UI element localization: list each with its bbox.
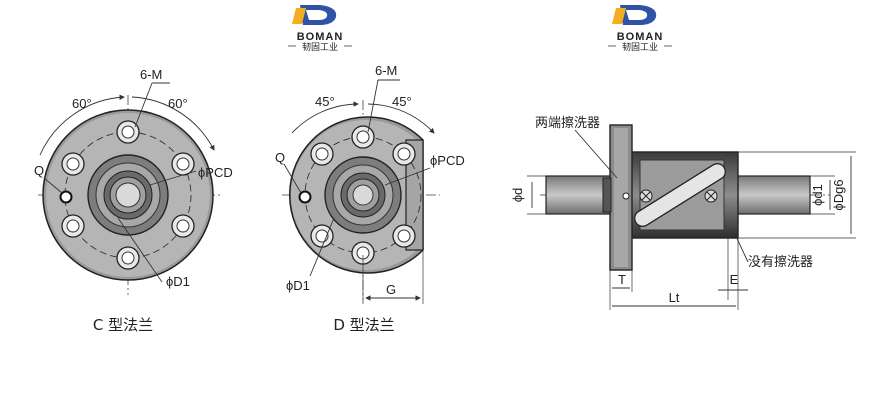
flange-d-view: 45° 45° 6-M ϕPCD Q ϕD1 G D 型法兰: [275, 63, 465, 334]
flange-d-caption: D 型法兰: [333, 316, 394, 334]
d1-label: ϕD1: [166, 274, 190, 289]
pcd-circle: [64, 131, 192, 259]
side-view: 两端擦洗器 没有擦洗器 ϕd ϕd1 ϕDg6 T E Lt: [510, 116, 856, 310]
holes-label: 6-M: [375, 63, 397, 78]
flange-c-view: 60° 60° 6-M ϕPCD Q ϕD1 C 型法兰: [34, 67, 233, 334]
boman-logo-right: BOMAN 韧固工业: [608, 5, 672, 53]
wiper-both-label: 两端擦洗器: [535, 116, 600, 131]
brand-subtitle: 韧固工业: [302, 41, 338, 53]
angle-left-label: 60°: [72, 96, 92, 111]
d1-label: ϕd1: [810, 184, 825, 206]
d1-label: ϕD1: [286, 278, 310, 293]
holes-label: 6-M: [140, 67, 162, 82]
g-label: G: [386, 282, 396, 297]
lube-hole: [298, 190, 312, 204]
angle-right-label: 45°: [392, 94, 412, 109]
boman-logo-left: BOMAN 韧固工业: [288, 5, 352, 53]
brand-name: BOMAN: [297, 31, 344, 43]
angle-left-label: 45°: [315, 94, 335, 109]
bolt-holes-c: [61, 120, 195, 270]
t-label: T: [618, 272, 626, 287]
dg6-label: ϕDg6: [831, 179, 846, 210]
lube-hole: [59, 190, 73, 204]
q-label: Q: [275, 150, 285, 165]
pcd-label: ϕPCD: [430, 153, 465, 168]
q-label: Q: [34, 163, 44, 178]
lt-label: Lt: [669, 290, 680, 305]
bolt-holes-d: [310, 125, 416, 265]
wiper-none-label: 没有擦洗器: [748, 255, 813, 270]
d-label: ϕd: [510, 188, 525, 203]
brand-name: BOMAN: [617, 31, 664, 43]
e-label: E: [730, 272, 739, 287]
pcd-label: ϕPCD: [198, 165, 233, 180]
flange-c-caption: C 型法兰: [93, 316, 153, 334]
brand-subtitle: 韧固工业: [622, 41, 658, 53]
angle-right-label: 60°: [168, 96, 188, 111]
